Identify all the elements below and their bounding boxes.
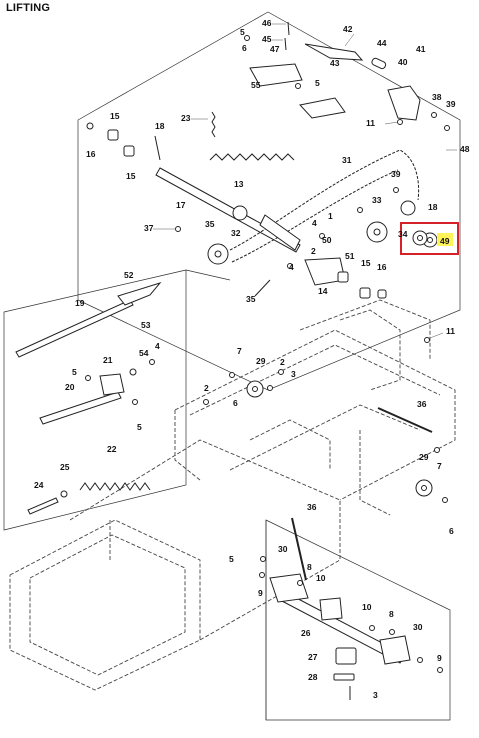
part-labels: 46 45 47 42 44 43 5 6 55 5 41 40 38 39 1…	[34, 18, 470, 700]
label-6a: 6	[242, 43, 247, 53]
highlight-49	[400, 222, 459, 255]
label-18b: 18	[428, 202, 438, 212]
label-53: 53	[141, 320, 151, 330]
label-6c: 6	[449, 526, 454, 536]
label-6b: 6	[233, 398, 238, 408]
label-36b: 36	[307, 502, 317, 512]
label-45: 45	[262, 34, 272, 44]
lift-assembly	[86, 21, 450, 299]
label-36a: 36	[417, 399, 427, 409]
label-5c: 5	[72, 367, 77, 377]
label-5b: 5	[315, 78, 320, 88]
label-10b: 10	[362, 602, 372, 612]
label-48: 48	[460, 144, 470, 154]
label-29b: 29	[419, 452, 429, 462]
label-55: 55	[251, 80, 261, 90]
label-9b: 9	[437, 653, 442, 663]
chassis-frame	[9, 299, 456, 691]
label-18a: 18	[155, 121, 165, 131]
label-40: 40	[398, 57, 408, 67]
label-34: 34	[398, 229, 408, 239]
label-13: 13	[234, 179, 244, 189]
label-2a: 2	[311, 246, 316, 256]
label-7b: 7	[437, 461, 442, 471]
label-35b: 35	[246, 294, 256, 304]
label-16b: 16	[377, 262, 387, 272]
label-41: 41	[416, 44, 426, 54]
label-26: 26	[301, 628, 311, 638]
label-11b: 11	[446, 326, 455, 336]
label-4c: 4	[155, 341, 160, 351]
label-20: 20	[65, 382, 75, 392]
label-9a: 9	[258, 588, 263, 598]
label-22: 22	[107, 444, 117, 454]
label-30b: 30	[413, 622, 423, 632]
leader-lines	[153, 23, 457, 339]
label-38: 38	[432, 92, 442, 102]
label-44: 44	[377, 38, 387, 48]
label-43: 43	[330, 58, 340, 68]
label-17: 17	[176, 200, 186, 210]
label-4b: 4	[289, 262, 294, 272]
label-39b: 39	[391, 169, 401, 179]
label-21: 21	[103, 355, 113, 365]
right-middle-parts	[203, 337, 448, 581]
label-30a: 30	[278, 544, 288, 554]
label-19: 19	[75, 298, 85, 308]
label-8b: 8	[389, 609, 394, 619]
label-46: 46	[262, 18, 272, 28]
label-24: 24	[34, 480, 44, 490]
label-2c: 2	[204, 383, 209, 393]
label-15c: 15	[361, 258, 371, 268]
label-11a: 11	[366, 118, 375, 128]
label-16a: 16	[86, 149, 96, 159]
label-29a: 29	[256, 356, 266, 366]
label-3b: 3	[373, 690, 378, 700]
label-15a: 15	[110, 111, 120, 121]
label-1: 1	[328, 211, 333, 221]
label-28: 28	[308, 672, 318, 682]
bottom-right-parts	[259, 556, 443, 700]
label-15b: 15	[126, 171, 136, 181]
label-54: 54	[139, 348, 149, 358]
label-49: 49	[440, 236, 450, 246]
label-33: 33	[372, 195, 382, 205]
label-27: 27	[308, 652, 318, 662]
label-50: 50	[322, 235, 332, 245]
label-51: 51	[345, 251, 355, 261]
label-32: 32	[231, 228, 241, 238]
label-3a: 3	[291, 369, 296, 379]
label-47: 47	[270, 44, 280, 54]
label-8a: 8	[307, 562, 312, 572]
label-25: 25	[60, 462, 70, 472]
label-5d: 5	[137, 422, 142, 432]
label-14: 14	[318, 286, 328, 296]
label-4a: 4	[312, 218, 317, 228]
label-5e: 5	[229, 554, 234, 564]
label-37: 37	[144, 223, 154, 233]
label-31: 31	[342, 155, 352, 165]
label-23: 23	[181, 113, 191, 123]
label-42: 42	[343, 24, 353, 34]
label-7a: 7	[237, 346, 242, 356]
left-panel-parts	[15, 282, 162, 515]
label-52: 52	[124, 270, 134, 280]
label-35: 35	[205, 219, 215, 229]
group-frames	[3, 11, 461, 721]
label-2b: 2	[280, 357, 285, 367]
label-5a: 5	[240, 27, 245, 37]
label-10a: 10	[316, 573, 326, 583]
page-title: LIFTING	[6, 2, 51, 14]
label-39: 39	[446, 99, 456, 109]
